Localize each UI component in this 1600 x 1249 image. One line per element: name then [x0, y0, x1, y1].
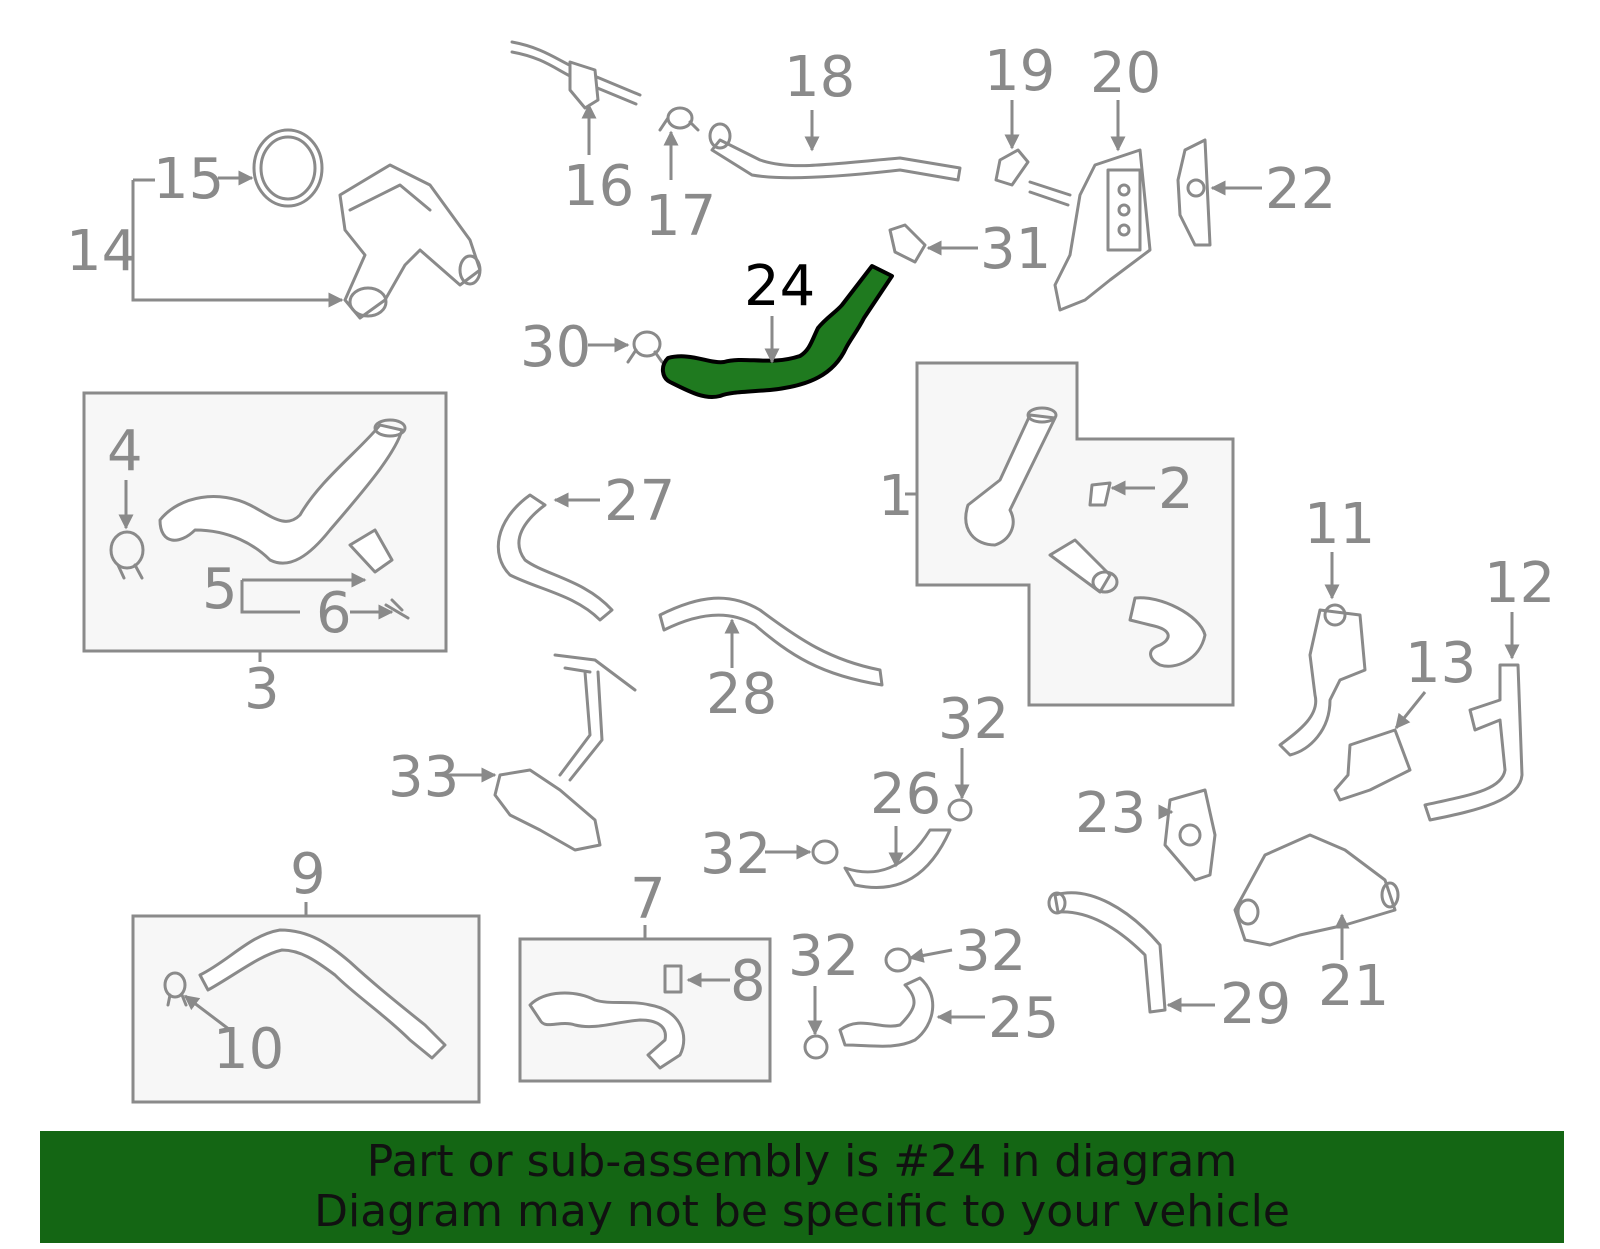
callout-16[interactable]: 16: [563, 154, 634, 219]
part-29-hose[interactable]: [1047, 891, 1167, 1014]
part-5-clamp[interactable]: [348, 528, 394, 574]
callout-15[interactable]: 15: [153, 147, 224, 212]
part-30-clamp[interactable]: [626, 330, 664, 364]
callout-9[interactable]: 9: [290, 842, 326, 907]
part-11-pump[interactable]: [1278, 603, 1367, 757]
callout-13[interactable]: 13: [1405, 631, 1476, 696]
banner-line-2: Diagram may not be specific to your vehi…: [314, 1186, 1290, 1237]
part-1-elbow[interactable]: [1128, 596, 1207, 668]
part-22-gasket[interactable]: [1176, 138, 1212, 247]
part-21-pump[interactable]: [1233, 833, 1400, 947]
part-31-clamp[interactable]: [888, 223, 927, 264]
callout-32[interactable]: 32: [788, 924, 859, 989]
callout-22[interactable]: 22: [1265, 157, 1336, 222]
part-32-clamp-c[interactable]: [884, 947, 912, 973]
part-4-clamp[interactable]: [109, 530, 145, 580]
part-23-gasket[interactable]: [1163, 788, 1217, 882]
part-9-hose[interactable]: [198, 928, 447, 1060]
callout-30[interactable]: 30: [520, 315, 591, 380]
callout-23[interactable]: 23: [1075, 781, 1146, 846]
part-1-tee[interactable]: [1048, 538, 1119, 594]
part-28-hose[interactable]: [658, 596, 884, 687]
callout-2[interactable]: 2: [1158, 457, 1194, 522]
callout-25[interactable]: 25: [988, 986, 1059, 1051]
leader-lines: [118, 100, 1520, 1036]
part-17-clamp[interactable]: [658, 106, 700, 132]
callout-11[interactable]: 11: [1304, 492, 1375, 557]
part-14-housing[interactable]: [338, 163, 482, 320]
part-7-hose[interactable]: [528, 991, 686, 1070]
callout-3[interactable]: 3: [244, 657, 280, 722]
callout-24[interactable]: 24: [744, 254, 815, 319]
part-19-sensor[interactable]: [994, 148, 1030, 187]
callout-18[interactable]: 18: [784, 45, 855, 110]
callout-32[interactable]: 32: [938, 687, 1009, 752]
part-25-hose[interactable]: [838, 976, 935, 1048]
callout-1[interactable]: 1: [878, 464, 914, 529]
part-26-hose[interactable]: [843, 828, 952, 890]
callout-20[interactable]: 20: [1090, 41, 1161, 106]
part-27-hose[interactable]: [496, 493, 614, 622]
part-12-pipe[interactable]: [1423, 663, 1524, 822]
callout-labels: 14 15 16 17 18 19 20 22 31 24 30 4 5 6 3…: [66, 39, 1555, 1082]
part-32-clamp-d[interactable]: [803, 1034, 829, 1060]
callout-4[interactable]: 4: [107, 419, 143, 484]
callout-31[interactable]: 31: [980, 217, 1051, 282]
part-13-sensor[interactable]: [1333, 728, 1412, 802]
callout-10[interactable]: 10: [213, 1017, 284, 1082]
callout-26[interactable]: 26: [870, 762, 941, 827]
part-18-hose[interactable]: [708, 122, 962, 182]
callout-33[interactable]: 33: [388, 745, 459, 810]
info-banner: Part or sub-assembly is #24 in diagram D…: [40, 1131, 1564, 1243]
callout-28[interactable]: 28: [706, 662, 777, 727]
callout-19[interactable]: 19: [984, 39, 1055, 104]
callout-32[interactable]: 32: [700, 822, 771, 887]
callout-27[interactable]: 27: [604, 469, 675, 534]
callout-29[interactable]: 29: [1220, 972, 1291, 1037]
part-8-clip[interactable]: [663, 964, 683, 994]
callout-12[interactable]: 12: [1484, 551, 1555, 616]
part-20-valve[interactable]: [1028, 148, 1152, 312]
part-32-clamp-a[interactable]: [947, 798, 973, 822]
callout-6[interactable]: 6: [316, 581, 352, 646]
parts-diagram: 14 15 16 17 18 19 20 22 31 24 30 4 5 6 3…: [66, 39, 1555, 1104]
callout-7[interactable]: 7: [630, 867, 666, 932]
part-2-fitting[interactable]: [1088, 481, 1112, 507]
part-33-pipe[interactable]: [493, 653, 637, 852]
part-24-hose-highlighted[interactable]: [661, 264, 894, 399]
callout-32[interactable]: 32: [955, 919, 1026, 984]
part-32-clamp-b[interactable]: [811, 839, 839, 865]
part-1-hose[interactable]: [964, 406, 1058, 547]
callout-8[interactable]: 8: [730, 949, 766, 1014]
part-3-hose[interactable]: [158, 418, 407, 565]
callout-21[interactable]: 21: [1318, 954, 1389, 1019]
callout-5[interactable]: 5: [202, 557, 238, 622]
part-15-oring[interactable]: [252, 128, 324, 208]
part-16-pipe[interactable]: [510, 40, 642, 110]
banner-line-1: Part or sub-assembly is #24 in diagram: [366, 1136, 1238, 1187]
callout-17[interactable]: 17: [645, 184, 716, 249]
callout-14[interactable]: 14: [66, 219, 137, 284]
